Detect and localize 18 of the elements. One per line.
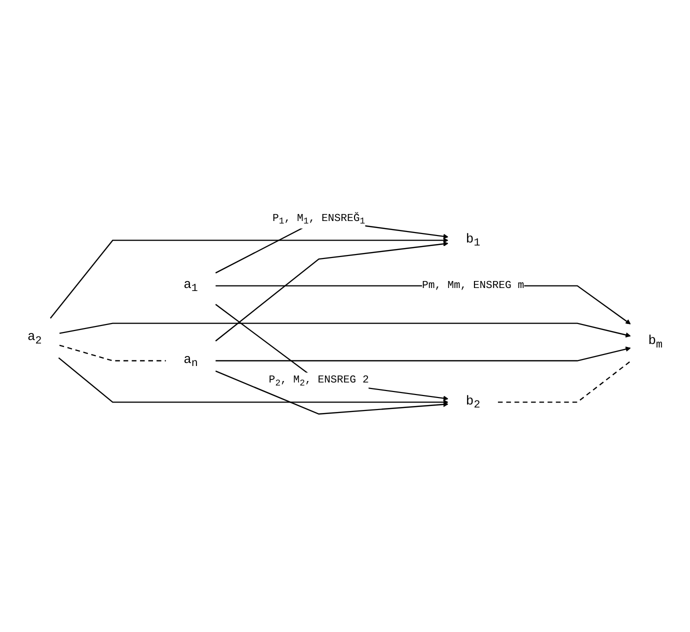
- arrow: [215, 370, 448, 414]
- connector: [59, 344, 166, 361]
- arrow: [59, 322, 631, 338]
- arrow: [50, 237, 448, 318]
- edge-label: P$_{2}$, M$_{2}$, ENSREG 2: [268, 374, 369, 388]
- edge-label: P$_{1}$, M$_{1}$, ENSREĞ$_{1}$: [272, 212, 366, 226]
- arrow: [216, 346, 631, 361]
- arrow: [215, 241, 448, 342]
- node-text: b$_{2}$: [466, 393, 480, 411]
- node-text: b$_{1}$: [466, 231, 480, 249]
- node-text: a$_{n}$: [184, 352, 198, 370]
- node-text: b$_{m}$: [648, 333, 663, 351]
- arrow: [58, 357, 448, 404]
- arrow: [215, 304, 448, 400]
- connector: [498, 360, 631, 402]
- edge-label: Pm, Mm, ENSREG m: [422, 279, 524, 292]
- node-text: a$_{1}$: [184, 276, 198, 294]
- node-text: a$_{2}$: [27, 329, 42, 347]
